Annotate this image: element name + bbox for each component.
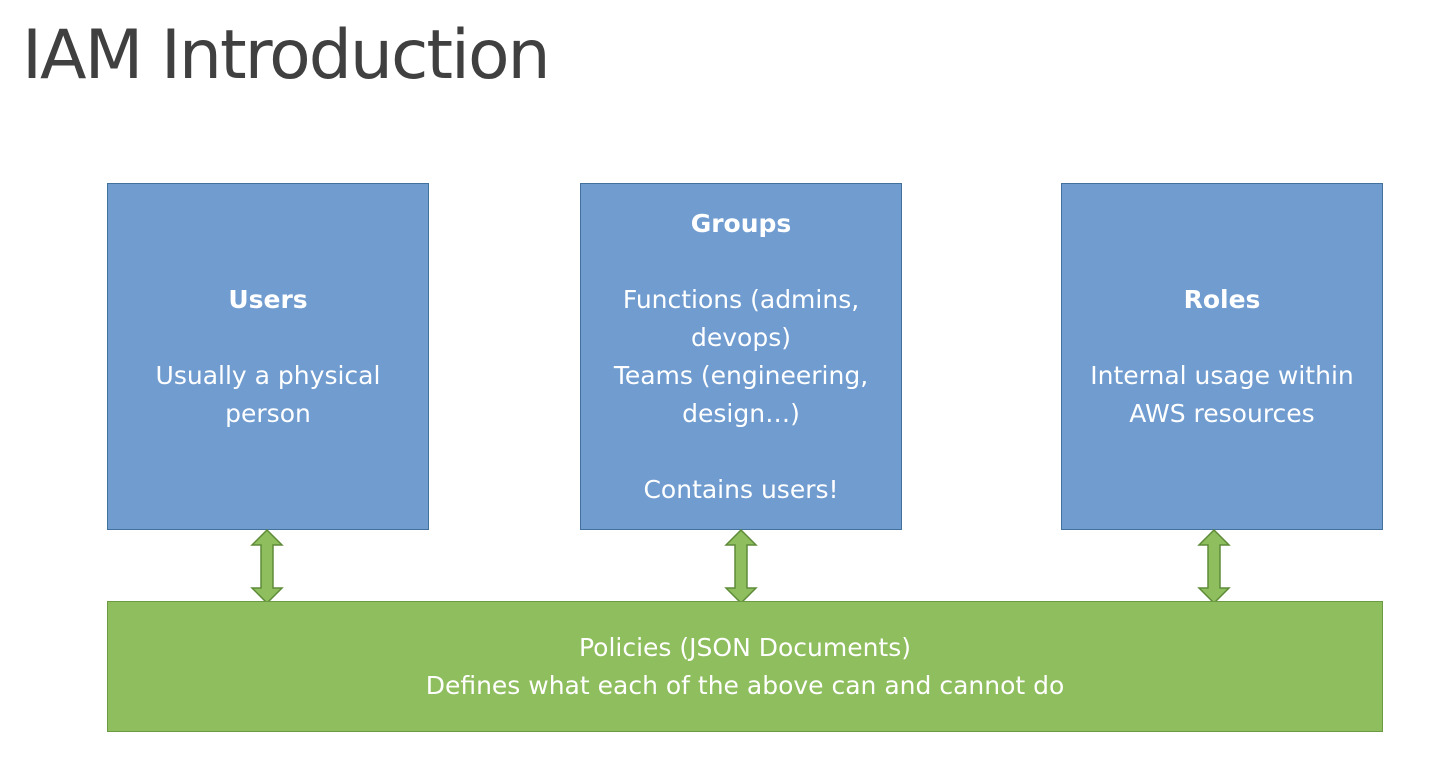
users-description-line: person	[225, 398, 311, 428]
users-box: Users Usually a physical person	[107, 183, 429, 530]
users-description-line: Usually a physical	[155, 360, 381, 390]
groups-description-line: Functions (admins,	[622, 284, 860, 314]
roles-policies-double-arrow-icon	[1197, 529, 1231, 604]
groups-heading: Groups	[690, 208, 792, 238]
groups-description-line: Teams (engineering,	[613, 360, 869, 390]
groups-description-line: design…)	[682, 398, 800, 428]
policies-box: Policies (JSON Documents) Defines what e…	[107, 601, 1383, 732]
roles-box: Roles Internal usage within AWS resource…	[1061, 183, 1383, 530]
users-policies-double-arrow-icon	[250, 529, 284, 604]
roles-heading: Roles	[1183, 284, 1261, 314]
slide-title: IAM Introduction	[22, 16, 551, 95]
roles-description-line: Internal usage within	[1090, 360, 1354, 390]
policies-description: Defines what each of the above can and c…	[425, 670, 1065, 700]
roles-description-line: AWS resources	[1129, 398, 1315, 428]
groups-policies-double-arrow-icon	[724, 529, 758, 604]
groups-box: Groups Functions (admins, devops) Teams …	[580, 183, 902, 530]
users-heading: Users	[228, 284, 308, 314]
groups-description-line: devops)	[691, 322, 791, 352]
groups-footer: Contains users!	[643, 474, 839, 504]
policies-heading: Policies (JSON Documents)	[578, 632, 912, 662]
